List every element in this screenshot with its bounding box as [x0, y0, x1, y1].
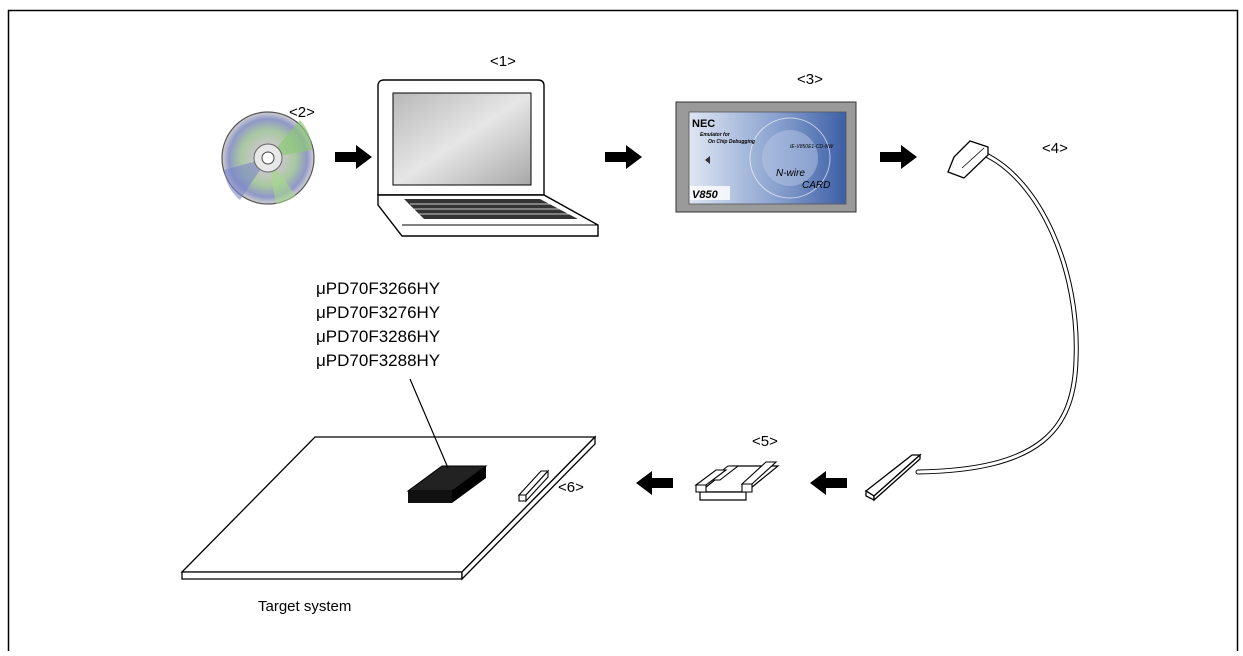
adapter-icon: [694, 461, 780, 501]
callout-card: <3>: [797, 71, 823, 88]
n-wire-card-icon: [675, 101, 857, 213]
card-brand: NEC: [692, 118, 715, 130]
callout-connector: <6>: [558, 479, 584, 496]
card-product-2: CARD: [802, 180, 830, 191]
target-board-icon: [180, 435, 597, 581]
cable-icon: [864, 140, 1079, 502]
callout-adapter: <5>: [752, 433, 778, 450]
arrow-right-icon: [605, 145, 642, 169]
cd-rom-icon: [221, 111, 315, 205]
arrow-left-icon: [810, 471, 847, 495]
card-series: V850: [692, 189, 719, 201]
part-number: μPD70F3288HY: [316, 351, 440, 370]
laptop-pc-icon: [377, 79, 599, 237]
part-number: μPD70F3276HY: [316, 303, 440, 322]
card-caption-1: Emulator for: [700, 132, 731, 138]
arrow-left-icon: [636, 471, 673, 495]
part-number: μPD70F3266HY: [316, 279, 440, 298]
callout-pc: <1>: [490, 53, 516, 70]
chip-leader-line: [409, 378, 449, 469]
target-system-label: Target system: [258, 598, 351, 615]
part-number: μPD70F3286HY: [316, 327, 440, 346]
card-caption-2: On Chip Debugging: [708, 139, 755, 145]
callout-cable: <4>: [1042, 140, 1068, 157]
callout-cd: <2>: [289, 104, 315, 121]
card-product: N-wire: [776, 168, 805, 179]
arrow-right-icon: [335, 145, 372, 169]
card-model: IE-V850E1-CD-NW: [790, 144, 834, 150]
arrow-right-icon: [880, 145, 917, 169]
